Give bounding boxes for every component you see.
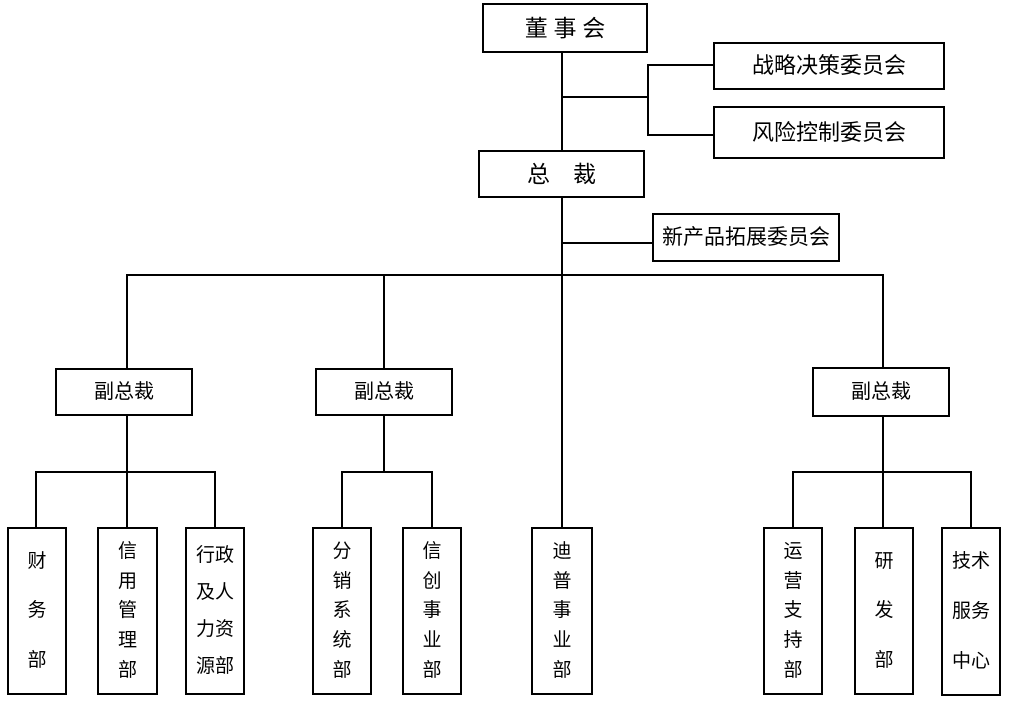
org-node-admin-hr-dept: 行政及人力资源部 — [185, 527, 245, 695]
connector-president-down — [561, 197, 563, 275]
connector-board-president — [561, 53, 563, 150]
connector-admin-hr-drop — [214, 471, 216, 528]
connector-branch1-line — [36, 471, 216, 473]
org-node-strategic-committee: 战略决策委员会 — [713, 42, 945, 90]
connector-xinchuang-drop — [431, 471, 433, 528]
connector-committee-bracket — [647, 64, 649, 136]
org-node-operations-support-dept: 运营支持部 — [763, 527, 823, 695]
connector-branch3-line — [792, 471, 972, 473]
connector-finance-drop — [35, 471, 37, 528]
org-node-president: 总 裁 — [478, 150, 645, 198]
connector-branch2-line — [341, 471, 433, 473]
connector-vp2-drop — [383, 275, 385, 368]
connector-new-product-stub — [562, 242, 652, 244]
org-node-xinchuang-business-dept: 信创事业部 — [402, 527, 462, 695]
org-node-vp-1: 副总裁 — [55, 368, 193, 416]
connector-vp1-drop — [126, 275, 128, 368]
org-node-risk-committee: 风险控制委员会 — [713, 106, 945, 159]
connector-dipu-drop — [561, 275, 563, 528]
org-node-credit-management-dept: 信用管理部 — [97, 527, 158, 695]
org-node-tech-service-center: 技术服务中心 — [941, 527, 1001, 696]
org-node-board: 董 事 会 — [482, 3, 648, 53]
connector-strategic-stub — [648, 64, 713, 66]
connector-distribution-line — [126, 274, 884, 276]
org-node-distribution-system-dept: 分销系统部 — [312, 527, 372, 695]
org-node-vp-3: 副总裁 — [812, 367, 950, 417]
org-node-finance-dept: 财务部 — [7, 527, 67, 695]
org-node-dipu-business-dept: 迪普事业部 — [531, 527, 593, 695]
org-node-new-product-committee: 新产品拓展委员会 — [652, 213, 840, 262]
connector-vp3-drop — [882, 275, 884, 367]
connector-distribution-drop — [341, 471, 343, 528]
org-node-rnd-dept: 研发部 — [854, 527, 914, 695]
connector-operations-drop — [792, 471, 794, 528]
connector-tech-service-drop — [970, 471, 972, 528]
connector-risk-stub — [648, 134, 713, 136]
connector-committee-stub — [562, 96, 648, 98]
org-node-vp-2: 副总裁 — [315, 368, 453, 416]
connector-vp2-down — [383, 416, 385, 473]
